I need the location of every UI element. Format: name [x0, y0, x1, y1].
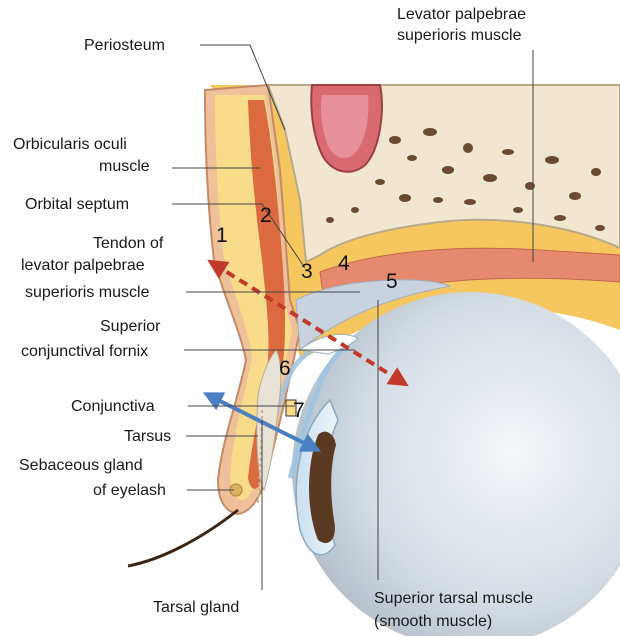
label-orbicularis-line2: muscle	[99, 158, 150, 175]
label-orbital-septum: Orbital septum	[25, 196, 129, 213]
label-orbicularis-line1: Orbicularis oculi	[13, 136, 127, 153]
leader-lines	[172, 44, 534, 590]
marker-4: 4	[338, 252, 350, 275]
tarsal-gland-duct	[257, 409, 263, 506]
eyelash	[127, 508, 239, 568]
label-tarsal-gland: Tarsal gland	[153, 599, 239, 616]
label-tendon-line3: superioris muscle	[25, 284, 150, 301]
label-fornix-line2: conjunctival fornix	[21, 343, 148, 360]
marker-1: 1	[216, 224, 228, 247]
label-superior-tarsal-line2: (smooth muscle)	[374, 613, 492, 630]
marker-5: 5	[386, 270, 398, 293]
label-sebaceous-line1: Sebaceous gland	[19, 457, 143, 474]
label-conjunctiva: Conjunctiva	[71, 398, 155, 415]
label-superior-tarsal-line1: Superior tarsal muscle	[374, 590, 533, 607]
label-sebaceous-line2: of eyelash	[93, 482, 166, 499]
label-levator-line1: Levator palpebrae	[397, 6, 526, 23]
marker-3: 3	[301, 260, 313, 283]
label-tendon-line2: levator palpebrae	[21, 257, 145, 274]
frontal-sinus-inner	[321, 95, 369, 159]
marker-7: 7	[293, 399, 305, 422]
label-tarsus: Tarsus	[124, 428, 171, 445]
marker-6: 6	[279, 357, 291, 380]
label-levator-line2: superioris muscle	[397, 27, 522, 44]
iris	[309, 431, 336, 544]
label-tendon-line1: Tendon of	[93, 235, 164, 252]
marker-2: 2	[260, 204, 272, 227]
label-periosteum: Periosteum	[84, 37, 165, 54]
red-dashed-arrow	[207, 259, 409, 387]
label-fornix-line1: Superior	[100, 318, 161, 335]
